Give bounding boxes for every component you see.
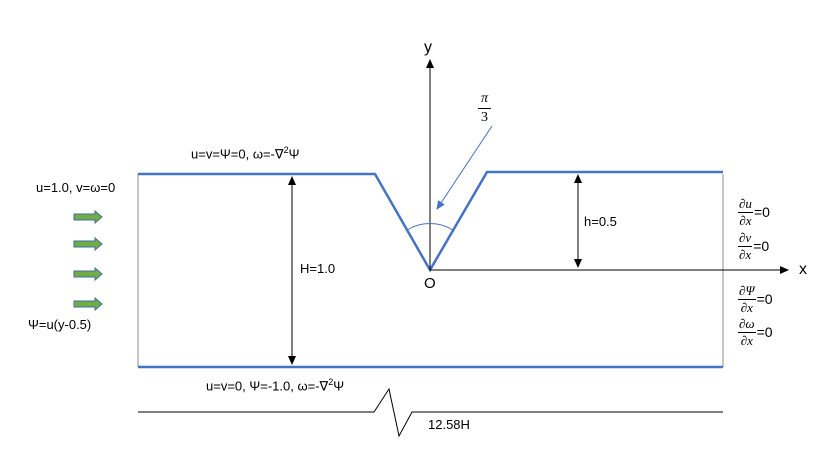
outlet-bc-dpsidx: ∂Ψ∂x=0 [738, 284, 773, 314]
inlet-bc: u=1.0, v=ω=0 [36, 180, 116, 195]
outlet-bc-denominator: ∂x [739, 212, 752, 228]
angle-numerator: π [478, 91, 492, 109]
top-wall-bc-exponent: 2 [283, 145, 289, 155]
outlet-bc-value: =0 [756, 324, 773, 341]
angle-arc [406, 223, 454, 231]
top-wall-bc-main: u=v=Ψ=0, ω=-∇ [191, 146, 284, 162]
inflow-arrow-icon [73, 236, 103, 252]
inflow-arrow-icon [73, 266, 103, 282]
outlet-bc-denominator: ∂x [739, 246, 752, 262]
outlet-bc-dvdx: ∂v∂x=0 [738, 231, 769, 261]
bottom-wall-bc: u=v=0, Ψ=-1.0, ω=-∇2Ψ [206, 377, 345, 394]
inflow-arrow-icon [73, 296, 103, 312]
outlet-bc-value: =0 [753, 238, 770, 255]
outlet-bc-value: =0 [756, 291, 773, 308]
x-axis-label: x [799, 261, 807, 278]
length-break-line [138, 387, 723, 438]
outlet-bc-denominator: ∂x [740, 299, 753, 315]
outlet-bc-value: =0 [753, 204, 770, 221]
top-wall-bc: u=v=Ψ=0, ω=-∇2Ψ [191, 145, 300, 162]
notch-depth-label: h=0.5 [584, 214, 617, 229]
inlet-streamfunction-bc: Ψ=u(y-0.5) [28, 317, 92, 332]
angle-pointer-arrow [436, 125, 493, 210]
outlet-bc-numerator: ∂u [738, 196, 753, 213]
outlet-bc-dudx: ∂u∂x=0 [738, 197, 770, 227]
top-wall-bc-tail: Ψ [288, 146, 300, 162]
channel-length-label: 12.58H [428, 417, 470, 432]
bottom-wall-bc-tail: Ψ [333, 378, 345, 394]
angle-label: π 3 [478, 91, 492, 125]
inflow-arrow-icon [73, 209, 103, 225]
origin-label: O [424, 275, 436, 292]
bottom-wall-bc-main: u=v=0, Ψ=-1.0, ω=-∇ [206, 378, 329, 394]
y-axis-label: y [424, 39, 432, 56]
outlet-bc-domegadx: ∂ω∂x=0 [738, 317, 773, 347]
outlet-bc-denominator: ∂x [740, 332, 753, 348]
outlet-bc-numerator: ∂ω [738, 316, 756, 333]
bottom-wall-bc-exponent: 2 [328, 377, 334, 387]
outlet-bc-numerator: ∂Ψ [738, 283, 756, 300]
outlet-bc-numerator: ∂v [738, 230, 753, 247]
inflow-arrows [73, 209, 103, 312]
channel-height-label: H=1.0 [300, 261, 336, 276]
angle-denominator: 3 [481, 109, 488, 125]
